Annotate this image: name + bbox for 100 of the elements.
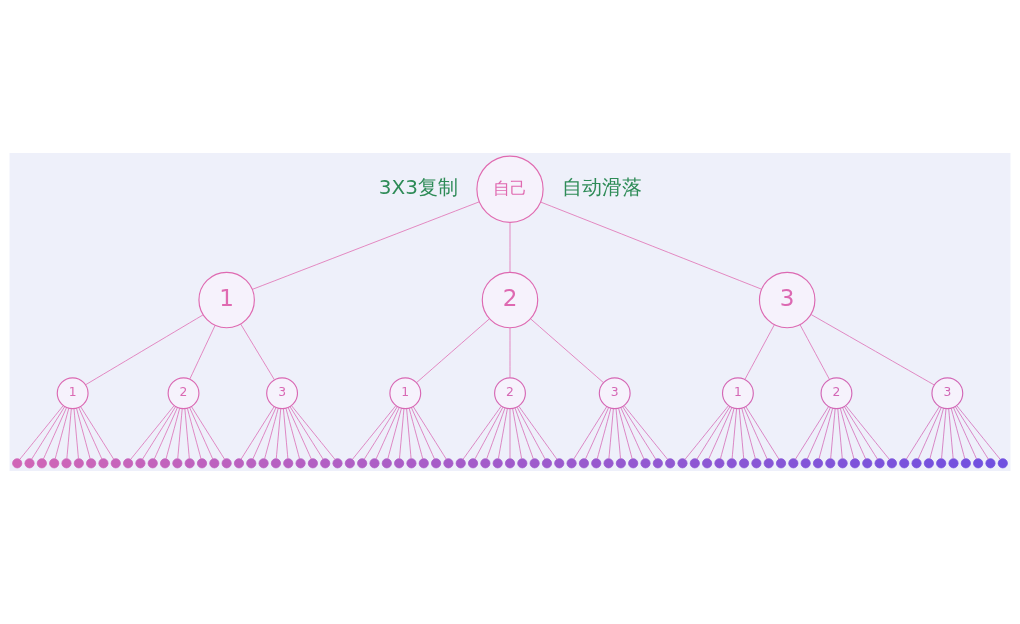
node-person [997, 458, 1008, 469]
connector [165, 407, 181, 460]
node-person [923, 458, 934, 469]
connector [950, 407, 966, 460]
connector [837, 408, 843, 459]
node-circle: 1 [721, 377, 754, 410]
node-person [431, 458, 442, 469]
node-person [406, 458, 417, 469]
connector [799, 324, 830, 380]
label: 3X3复制 [378, 175, 458, 200]
connector [153, 407, 178, 460]
connector [184, 408, 190, 459]
connector [708, 407, 733, 460]
node-person [492, 458, 503, 469]
connector [287, 407, 312, 460]
node-person [307, 458, 318, 469]
connector [620, 407, 645, 460]
connector [275, 408, 282, 459]
node-person [936, 458, 947, 469]
node-person [160, 458, 171, 469]
node-person [566, 458, 577, 469]
node-person [480, 458, 491, 469]
connector [917, 407, 942, 460]
connector [622, 406, 657, 460]
node-person [320, 458, 331, 469]
node-person [468, 458, 479, 469]
connector [615, 408, 621, 459]
connector [406, 408, 412, 459]
node-person [24, 458, 35, 469]
connector [738, 408, 745, 459]
node-person [554, 458, 565, 469]
node-person [751, 458, 762, 469]
node-person [849, 458, 860, 469]
node-person [381, 458, 392, 469]
node-person [344, 458, 355, 469]
node-person [369, 458, 380, 469]
connector [720, 407, 735, 460]
connector [498, 408, 508, 459]
connector [948, 408, 954, 459]
node-person [825, 458, 836, 469]
node-person [985, 458, 996, 469]
connector [953, 407, 977, 460]
connector [363, 406, 398, 460]
node-person [615, 458, 626, 469]
node-person [61, 458, 72, 469]
connector [806, 407, 831, 460]
node-person [332, 458, 343, 469]
connector [954, 406, 989, 460]
node-person [665, 458, 676, 469]
node-circle: 1 [389, 377, 422, 410]
connector [585, 407, 609, 460]
node-person [874, 458, 885, 469]
connector [839, 407, 855, 460]
node-person [578, 458, 589, 469]
node-person [677, 458, 688, 469]
connector [264, 407, 279, 460]
node-person [886, 458, 897, 469]
connector [745, 406, 780, 460]
node-person [455, 458, 466, 469]
node-person [628, 458, 639, 469]
connector [408, 407, 424, 460]
node-person [603, 458, 614, 469]
connector [191, 406, 225, 460]
node-person [726, 458, 737, 469]
connector [416, 318, 490, 383]
connector [43, 407, 67, 460]
node-person [541, 458, 552, 469]
connector [289, 406, 324, 460]
connector [512, 408, 522, 459]
connector [80, 406, 114, 460]
connector [291, 405, 336, 460]
connector [514, 407, 534, 460]
node-person [357, 458, 368, 469]
node-person [418, 458, 429, 469]
node-person [776, 458, 787, 469]
node-person [443, 458, 454, 469]
node-person [689, 458, 700, 469]
node-person [652, 458, 663, 469]
connector [830, 408, 836, 459]
node-person [739, 458, 750, 469]
node-person [295, 458, 306, 469]
node-circle: 3 [266, 377, 299, 410]
node-person [233, 458, 244, 469]
node-person [147, 458, 158, 469]
connector [540, 201, 763, 290]
connector [251, 201, 480, 290]
node-person [270, 458, 281, 469]
node-person [517, 458, 528, 469]
connector [486, 407, 506, 460]
connector [73, 408, 79, 459]
node-circle: 3 [598, 377, 631, 410]
node-person [258, 458, 269, 469]
node-circle: 1 [56, 377, 89, 410]
node-person [197, 458, 207, 469]
connector [474, 406, 504, 460]
connector [516, 406, 546, 460]
node-person [837, 458, 848, 469]
node-person [394, 458, 405, 469]
connector [906, 406, 940, 460]
node-person [209, 458, 220, 469]
